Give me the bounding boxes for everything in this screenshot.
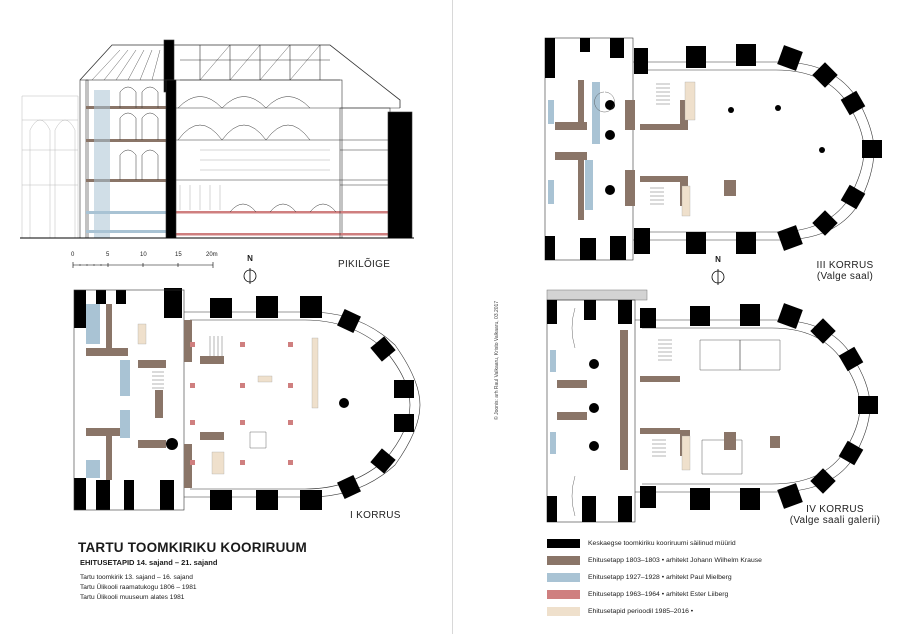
north-arrow-left bbox=[243, 268, 257, 284]
scale-bar bbox=[72, 262, 214, 268]
plan-floor-1 bbox=[73, 288, 421, 511]
legend-item-medieval: Keskaegse toomkiriku kooriruumi säilinud… bbox=[547, 535, 762, 552]
floor3-sublabel: (Valge saal) bbox=[816, 271, 874, 282]
longitudinal-section bbox=[20, 39, 414, 239]
north-label-right: N bbox=[715, 255, 721, 264]
legend-label: Ehitusetapp 1927–1928 • arhitekt Paul Mi… bbox=[588, 574, 732, 581]
floor4-sublabel: (Valge saali galerii) bbox=[789, 515, 881, 526]
legend-swatch bbox=[547, 573, 580, 582]
section-label: PIKILÕIGE bbox=[338, 259, 391, 270]
legend-item-krause: Ehitusetapp 1803–1803 • arhitekt Johann … bbox=[547, 552, 762, 569]
history-item: Tartu toomkirik 13. sajand – 16. sajand bbox=[80, 574, 193, 581]
legend-swatch bbox=[547, 590, 580, 599]
legend-label: Ehitusetapp 1963–1964 • arhitekt Ester L… bbox=[588, 591, 729, 598]
scale-tick-10: 10 bbox=[140, 252, 147, 258]
legend-swatch bbox=[547, 607, 580, 616]
scale-tick-20: 20m bbox=[206, 252, 218, 258]
legend-swatch bbox=[547, 556, 580, 565]
legend-label: Ehitusetapp 1803–1803 • arhitekt Johann … bbox=[588, 557, 762, 564]
page-title: TARTU TOOMKIRIKU KOORIRUUM bbox=[78, 540, 307, 555]
north-arrow-right bbox=[711, 269, 725, 285]
history-item: Tartu Ülikooli muuseum alates 1981 bbox=[80, 594, 185, 601]
legend-swatch bbox=[547, 539, 580, 548]
floor4-label: IV KORRUS bbox=[806, 504, 864, 515]
scale-tick-15: 15 bbox=[175, 252, 182, 258]
legend-item-liiberg: Ehitusetapp 1963–1964 • arhitekt Ester L… bbox=[547, 586, 762, 603]
ruin-outline bbox=[21, 95, 79, 238]
history-item: Tartu Ülikooli raamatukogu 1806 – 1981 bbox=[80, 584, 197, 591]
page-subtitle: EHITUSETAPID 14. sajand – 21. sajand bbox=[80, 558, 218, 567]
legend-item-mielberg: Ehitusetapp 1927–1928 • arhitekt Paul Mi… bbox=[547, 569, 762, 586]
scale-tick-5: 5 bbox=[106, 252, 110, 258]
legend-item-recent: Ehitusetapid perioodil 1985–2016 • bbox=[547, 603, 762, 620]
plan-floor-4 bbox=[546, 289, 878, 523]
legend: Keskaegse toomkiriku kooriruumi säilinud… bbox=[547, 535, 762, 620]
floor1-label: I KORRUS bbox=[350, 510, 401, 521]
legend-label: Ehitusetapid perioodil 1985–2016 • bbox=[588, 608, 694, 615]
plan-floor-3 bbox=[544, 37, 882, 261]
floor3-label-block: III KORRUS (Valge saal) bbox=[800, 260, 890, 282]
history-list: Tartu toomkirik 13. sajand – 16. sajand … bbox=[80, 573, 307, 603]
north-label-left: N bbox=[247, 254, 253, 263]
floor4-label-block: IV KORRUS (Valge saali galerii) bbox=[782, 504, 888, 526]
floor3-label: III KORRUS bbox=[816, 260, 874, 271]
title-block: TARTU TOOMKIRIKU KOORIRUUM EHITUSETAPID … bbox=[78, 540, 307, 603]
page-divider bbox=[452, 0, 453, 634]
drawing-credit: © Joonis: arh Raul Valkaaru, Kristo Valk… bbox=[494, 300, 500, 420]
scale-tick-0: 0 bbox=[71, 252, 75, 258]
legend-label: Keskaegse toomkiriku kooriruumi säilinud… bbox=[588, 540, 736, 547]
